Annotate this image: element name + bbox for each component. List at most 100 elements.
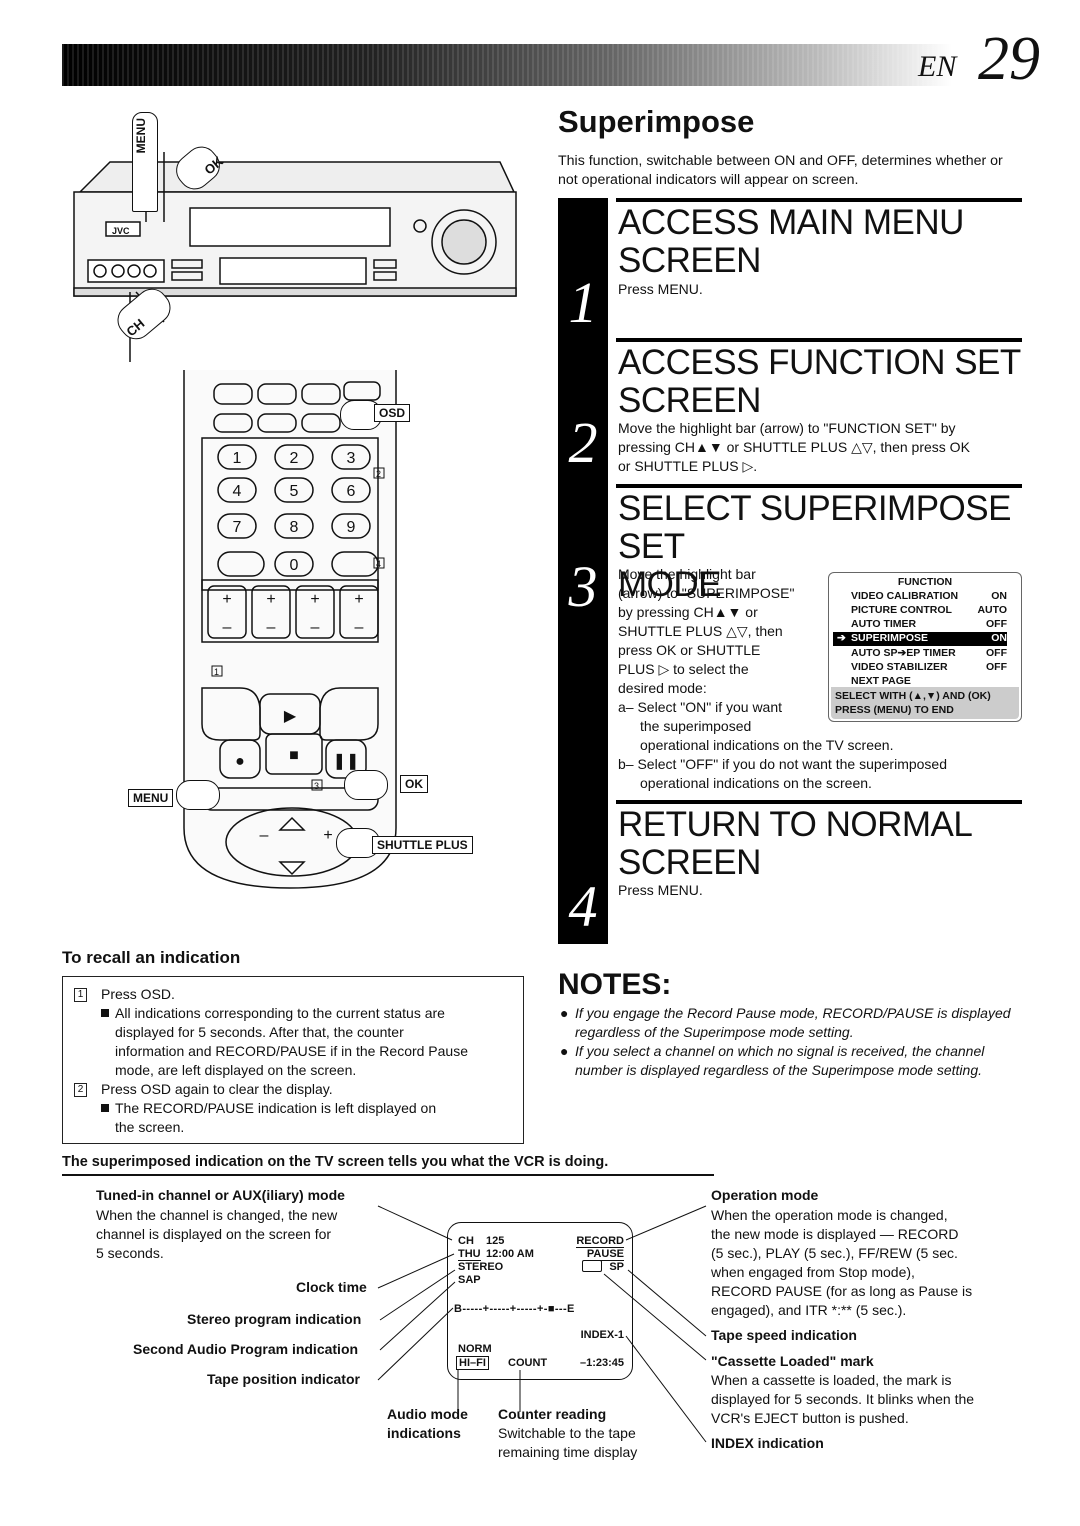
step-2-text: Move the highlight bar (arrow) to "FUNCT…: [618, 419, 1022, 476]
desc-line: displayed for 5 seconds. It blinks when …: [711, 1391, 975, 1407]
leader-line: [379, 1269, 456, 1321]
remote-button: [257, 383, 297, 405]
step-3-line: Move the highlight bar: [618, 566, 756, 582]
menu-finger-icon: [132, 112, 158, 212]
desc-line: engaged), and ITR *:** (5 sec.).: [711, 1302, 907, 1318]
ch-up-button: [171, 259, 203, 269]
row-label: NEXT PAGE: [851, 675, 911, 687]
row-value: OFF: [986, 661, 1007, 673]
step-3-line: (arrow) to "SUPERIMPOSE": [618, 585, 795, 601]
plus-icon: +: [354, 591, 363, 608]
row-label: AUTO TIMER: [851, 618, 917, 630]
tv-screen-osd: CH 125 RECORD THU 12:00 AM PAUSE STEREO …: [447, 1222, 633, 1380]
key-label: 5: [290, 483, 299, 500]
recall-line: information and RECORD/PAUSE if in the R…: [115, 1043, 469, 1059]
step-2-rule: [616, 338, 1022, 342]
vcr-jack-panel: [87, 259, 165, 283]
key-9: [331, 513, 371, 539]
osd-ch: CH: [458, 1235, 474, 1247]
ok-finger-icon: [344, 770, 388, 800]
osd-stereo: STEREO: [458, 1261, 504, 1273]
step-3-line: press OK or SHUTTLE: [618, 642, 761, 658]
leader-line: [377, 1205, 453, 1241]
osd-index: INDEX-1: [580, 1329, 624, 1341]
step-3-title-line-1: SELECT SUPERIMPOSE SET: [618, 489, 1011, 566]
label-tuned-channel-desc: When the channel is changed, the new cha…: [96, 1206, 337, 1263]
key-label: 1: [233, 450, 242, 467]
osd-counter: –1:23:45: [579, 1357, 624, 1369]
step-1-title-line-1: ACCESS MAIN MENU: [618, 203, 964, 242]
step-2-title: ACCESS FUNCTION SET SCREEN: [618, 344, 1028, 420]
label-line: Audio mode: [387, 1406, 468, 1422]
plus-minus-button: [251, 585, 291, 639]
remote-button: [213, 383, 253, 405]
plus-icon: +: [310, 591, 319, 608]
label-operation-mode: Operation mode: [711, 1187, 819, 1203]
key-6: [331, 477, 371, 503]
notes-heading: NOTES:: [558, 968, 672, 1001]
minus-icon: –: [355, 619, 364, 636]
footer-line-2: PRESS (MENU) TO END: [835, 704, 954, 716]
header-bar: [62, 44, 952, 86]
jack: [93, 264, 107, 278]
step-number-2: 2: [568, 410, 598, 475]
sub-label: 1: [214, 667, 219, 677]
step-badge: 2: [74, 1083, 87, 1097]
page-title: Superimpose: [558, 104, 755, 139]
step-badge: 1: [74, 988, 87, 1002]
desc-line: the new mode is displayed — RECORD: [711, 1226, 959, 1242]
key-1: [217, 444, 257, 470]
label-counter-reading: Counter reading: [498, 1406, 607, 1422]
key-label: 6: [347, 483, 356, 500]
highlight-arrow-icon: ➔: [837, 632, 846, 644]
step-4-title: RETURN TO NORMAL SCREEN: [618, 806, 1028, 882]
row-value: ON: [991, 632, 1007, 644]
desc-line: RECORD PAUSE (for as long as Pause is: [711, 1283, 973, 1299]
note-item: ●If you engage the Record Pause mode, RE…: [560, 1004, 1020, 1042]
osd-norm: NORM: [458, 1343, 492, 1355]
menu-tag-remote: MENU: [128, 789, 174, 807]
key-label: 2: [290, 450, 299, 467]
row-label: SUPERIMPOSE: [851, 632, 929, 644]
key-label: 4: [233, 483, 242, 500]
step-3-line: a– Select "ON" if you want: [618, 699, 783, 715]
record-button-icon: [219, 739, 261, 779]
step-3-title-line-2: MODE: [618, 565, 722, 604]
label-tape-position: Tape position indicator: [207, 1371, 360, 1387]
step-4-title-line-1: RETURN TO NORMAL: [618, 805, 973, 844]
step-number-1: 1: [568, 270, 598, 335]
leader-line: [625, 1205, 707, 1241]
jack: [111, 264, 125, 278]
plus-minus-button: [295, 585, 335, 639]
key-label: 8: [290, 519, 299, 536]
remote-button: [301, 383, 341, 405]
pause-icon: ❚❚: [333, 753, 360, 770]
recall-item-2: Press OSD again to clear the display.: [101, 1081, 333, 1097]
plus-minus-button: [339, 585, 379, 639]
recall-item-1: Press OSD.: [101, 986, 175, 1002]
label-index: INDEX indication: [711, 1435, 824, 1451]
step-3-line: desired mode:: [618, 680, 707, 696]
vcr-button: [105, 221, 141, 237]
key-4: [217, 477, 257, 503]
osd-channel-number: 125: [486, 1235, 505, 1247]
key-label: 3: [347, 450, 356, 467]
row-value: AUTO: [977, 604, 1007, 616]
function-menu-footer: SELECT WITH (▲,▼) AND (OK) PRESS (MENU) …: [831, 687, 1019, 719]
note-text: If you select a channel on which no sign…: [575, 1043, 985, 1078]
step-2-title-line-1: ACCESS FUNCTION SET: [618, 343, 1021, 382]
recall-line: displayed for 5 seconds. After that, the…: [115, 1024, 404, 1040]
step-2-text-line-3: or SHUTTLE PLUS ▷.: [618, 458, 758, 474]
leader-line: [627, 1269, 707, 1337]
footer-line-1: SELECT WITH (▲,▼) AND (OK): [835, 690, 991, 702]
vcr-small-button: [373, 271, 397, 281]
step-2-text-line-2: pressing CH▲▼ or SHUTTLE PLUS △▽, then p…: [618, 439, 970, 455]
label-stereo: Stereo program indication: [187, 1311, 362, 1327]
ok-tag-remote: OK: [400, 775, 428, 793]
step-1-rule: [616, 198, 1022, 202]
label-cassette-loaded: "Cassette Loaded" mark: [711, 1353, 874, 1369]
